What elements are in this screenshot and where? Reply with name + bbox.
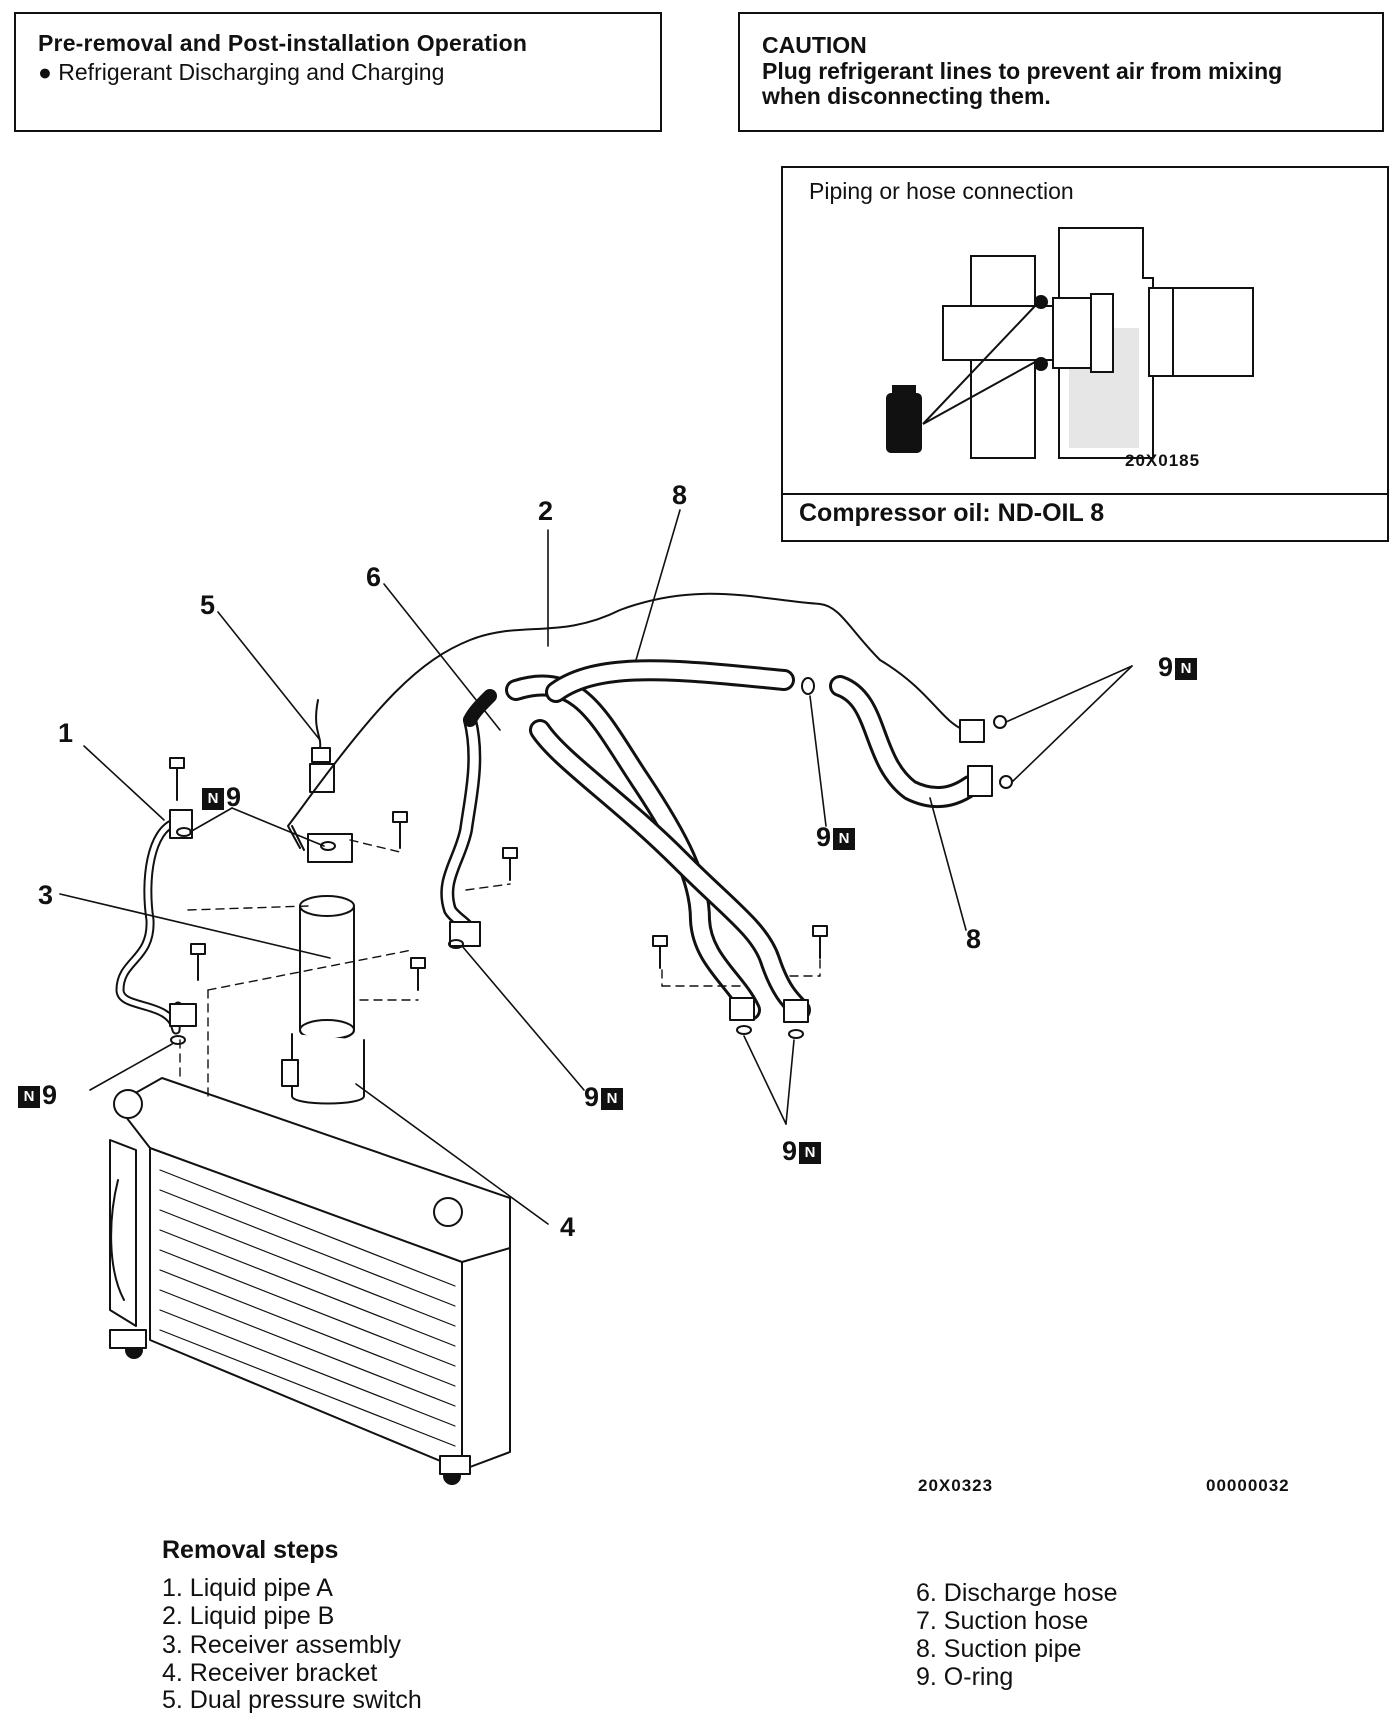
compressor-oil-label: Compressor oil: ND-OIL 8 [799, 499, 1105, 527]
callout-8-right: 8 [966, 924, 982, 954]
new-part-mark: N [18, 1085, 40, 1108]
callout-6: 6 [366, 562, 382, 592]
removal-steps-title: Removal steps [162, 1536, 339, 1564]
caution-title: CAUTION [762, 32, 867, 58]
caution-line-1: Plug refrigerant lines to prevent air fr… [762, 58, 1283, 84]
pre-removal-bullet: ● Refrigerant Discharging and Charging [38, 59, 445, 85]
inset-piping-connection: Piping or hose connection 20X0185 Compre… [781, 166, 1389, 542]
new-part-mark: N [833, 827, 856, 850]
removal-step-6: 6. Discharge hose [916, 1579, 1118, 1607]
document-code: 00000032 [1206, 1476, 1290, 1495]
removal-step-5: 5. Dual pressure switch [162, 1686, 422, 1714]
inset-title: Piping or hose connection [809, 178, 1074, 204]
pre-removal-title: Pre-removal and Post-installation Operat… [38, 30, 528, 56]
removal-step-1: 1. Liquid pipe A [162, 1574, 333, 1602]
callout-5: 5 [200, 590, 216, 620]
callout-4: 4 [560, 1212, 576, 1242]
pre-removal-box: Pre-removal and Post-installation Operat… [14, 12, 662, 132]
callout-2: 2 [538, 496, 554, 526]
new-part-mark: N [1175, 657, 1198, 680]
caution-line-2: when disconnecting them. [762, 83, 1051, 109]
inset-figure-code: 20X0185 [1125, 451, 1201, 470]
removal-step-2: 2. Liquid pipe B [162, 1602, 335, 1630]
removal-step-9: 9. O-ring [916, 1663, 1014, 1691]
new-part-mark: N [601, 1087, 624, 1110]
new-part-mark: N [202, 787, 224, 810]
removal-step-8: 8. Suction pipe [916, 1635, 1082, 1663]
removal-step-3: 3. Receiver assembly [162, 1631, 401, 1659]
new-part-mark: N [799, 1141, 822, 1164]
inset-divider [783, 493, 1387, 495]
removal-step-7: 7. Suction hose [916, 1607, 1089, 1635]
callout-3: 3 [38, 880, 54, 910]
callout-1: 1 [58, 718, 74, 748]
removal-step-4: 4. Receiver bracket [162, 1659, 378, 1687]
figure-code: 20X0323 [918, 1476, 994, 1495]
caution-box: CAUTION Plug refrigerant lines to preven… [738, 12, 1384, 132]
condenser [109, 1077, 511, 1485]
callout-8-top: 8 [672, 480, 688, 510]
piping-connection-illustration [886, 227, 1254, 459]
